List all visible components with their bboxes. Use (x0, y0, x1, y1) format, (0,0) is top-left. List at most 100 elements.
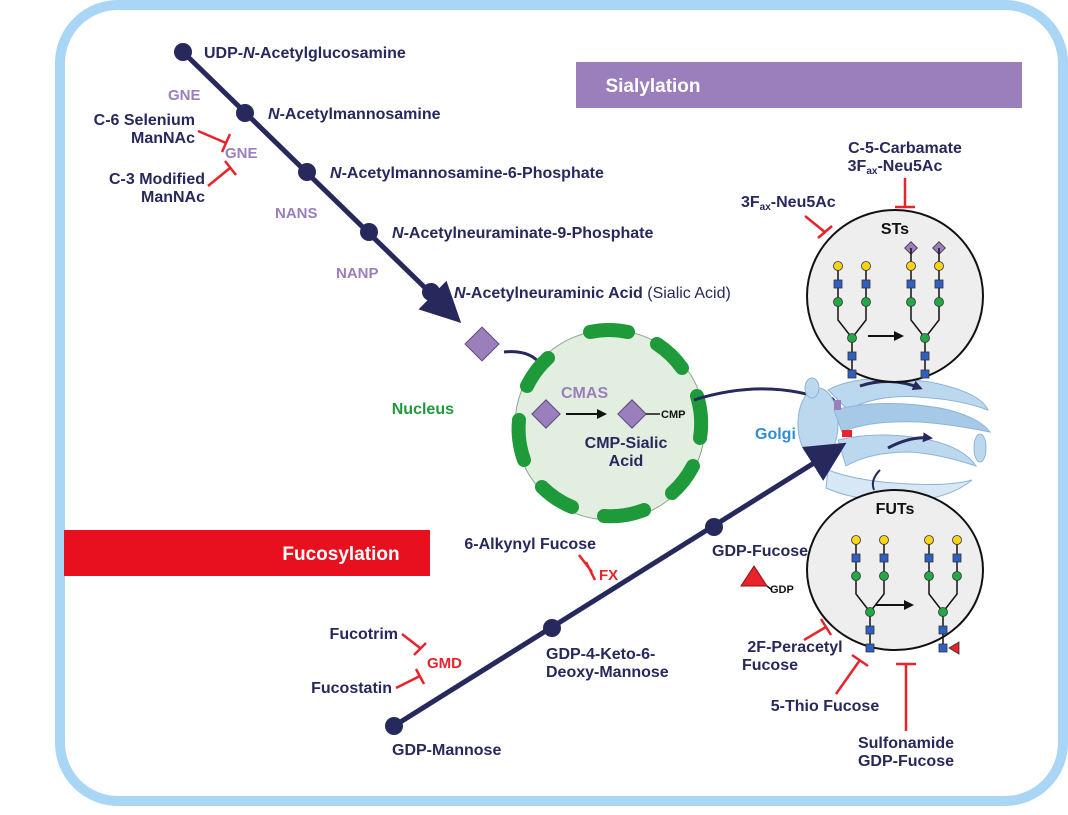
node-gdp-fucose (705, 518, 723, 536)
node-udp-glcnac (174, 43, 192, 61)
galactose-symbol (906, 261, 916, 271)
glycan-sts-left (833, 261, 871, 379)
glcnac-symbol (847, 351, 857, 361)
golgi-apparatus (797, 377, 992, 503)
mannose-symbol (861, 297, 871, 307)
nucleus-label: Nucleus (392, 401, 454, 418)
galactose-symbol (924, 535, 934, 545)
golgi-sialic-mark (834, 400, 841, 410)
inhibitor-fucostatin: Fucostatin (311, 680, 392, 697)
cell-membrane (55, 0, 1068, 806)
glcnac-symbol (865, 625, 875, 635)
node-gdp-keto (543, 619, 561, 637)
inhibitor-c5-bar (895, 178, 915, 209)
inhibitor-alkynyl-bar (578, 554, 597, 581)
fucosylation-banner-label: Fucosylation (282, 544, 399, 565)
mannose-symbol (920, 333, 930, 343)
label-gdp-keto: GDP-4-Keto-6-Deoxy-Mannose (546, 646, 669, 681)
galactose-symbol (952, 535, 962, 545)
mannose-symbol (952, 571, 962, 581)
glycan-sts-right (904, 241, 946, 379)
enzyme-cmas: CMAS (561, 385, 608, 402)
mannose-symbol (934, 297, 944, 307)
mannose-symbol (906, 297, 916, 307)
gdp-link (766, 585, 773, 591)
node-mannac-6p (298, 163, 316, 181)
inhibitor-thio-bar (834, 653, 869, 695)
galactose-symbol (833, 261, 843, 271)
glycan-futs-right (924, 535, 962, 655)
glcnac-symbol (952, 553, 962, 563)
galactose-symbol (879, 535, 889, 545)
label-udp-glcnac: UDP-N-Acetylglucosamine (204, 45, 406, 62)
inhibitor-thio-fucose: 5-Thio Fucose (771, 698, 880, 715)
inhibitor-3fax: 3Fax-Neu5Ac (741, 194, 836, 213)
glcnac-symbol (906, 279, 916, 289)
fucosylation-banner: Fucosylation (64, 530, 430, 576)
sialic-pathway-line (181, 50, 462, 323)
glcnac-symbol (924, 553, 934, 563)
glcnac-symbol (847, 369, 857, 379)
label-gdp-mannose: GDP-Mannose (392, 742, 501, 759)
inhibitor-sulfonamide-bar (896, 662, 916, 731)
glcnac-symbol (938, 625, 948, 635)
label-mannac-6p: N-Acetylmannosamine-6-Phosphate (330, 165, 604, 182)
fucose-pathway-line (392, 442, 847, 729)
enzyme-gmd: GMD (427, 655, 462, 672)
sialic-pathway-nodes (174, 43, 440, 301)
nucleus (511, 323, 709, 524)
golgi-label: Golgi (755, 426, 796, 443)
inhibitor-fucotrim-bar (401, 633, 427, 656)
sts-label: STs (881, 221, 909, 238)
enzyme-nanp: NANP (336, 265, 379, 282)
node-mannac (236, 104, 254, 122)
inhibitor-3fax-bar (804, 215, 833, 239)
galactose-symbol (851, 535, 861, 545)
mannose-symbol (879, 571, 889, 581)
gdp-fucose-triangle (740, 565, 768, 587)
mannose-symbol (851, 571, 861, 581)
inhibitor-peracetyl-bar (803, 618, 833, 642)
glcnac-symbol (920, 351, 930, 361)
inhibitor-fucostatin-bar (395, 668, 426, 690)
glcnac-symbol (934, 279, 944, 289)
inhibitor-c3-bar (207, 160, 237, 187)
gdp-tag: GDP (770, 584, 794, 596)
label-neu5ac-9p: N-Acetylneuraminate-9-Phosphate (392, 225, 654, 242)
galactose-symbol (861, 261, 871, 271)
node-gdp-mannose (385, 717, 403, 735)
glcnac-symbol (851, 553, 861, 563)
enzyme-gne: GNE (168, 87, 201, 104)
enzyme-gne-inhibited: GNE (225, 145, 258, 162)
mannose-symbol (938, 607, 948, 617)
mannose-symbol (865, 607, 875, 617)
enzyme-nans: NANS (275, 205, 318, 222)
glcnac-symbol (861, 279, 871, 289)
golgi-fucose-mark (842, 430, 852, 437)
label-gdp-fucose: GDP-Fucose (712, 543, 808, 560)
mannose-symbol (924, 571, 934, 581)
nucleus-sialic-diamond (531, 399, 561, 429)
glcnac-symbol (920, 369, 930, 379)
galactose-symbol (934, 261, 944, 271)
fucose-symbol (948, 641, 960, 655)
label-neu5ac: N-Acetylneuraminic Acid (Sialic Acid) (454, 285, 731, 302)
glcnac-symbol (865, 643, 875, 653)
inhibitor-fucotrim: Fucotrim (330, 626, 398, 643)
glcnac-symbol (938, 643, 948, 653)
inhibitor-c6-bar (197, 129, 232, 153)
mannose-symbol (833, 297, 843, 307)
sialic-acid-diamond (464, 326, 500, 362)
enzyme-fx: FX (599, 567, 618, 584)
futs-label: FUTs (876, 501, 915, 518)
mannose-symbol (847, 333, 857, 343)
inhibitor-alkynyl-fucose: 6-Alkynyl Fucose (464, 536, 596, 553)
sialylation-banner-label: Sialylation (605, 76, 700, 97)
glycan-futs-left (851, 535, 889, 653)
